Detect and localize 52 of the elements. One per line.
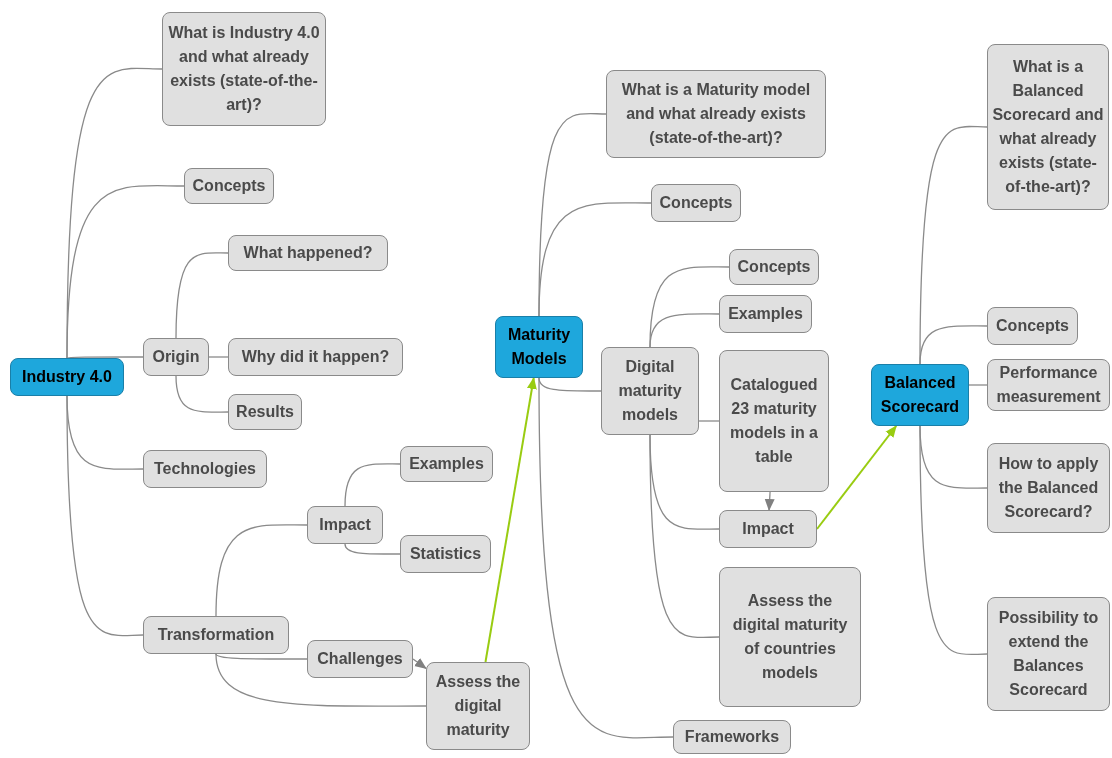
topic-box: Concepts <box>651 184 741 222</box>
connector-line <box>215 653 427 707</box>
connector-line <box>649 313 720 348</box>
topic-box: Concepts <box>729 249 819 285</box>
topic-box: Possibility to extend the Balances Scorecard <box>987 597 1110 711</box>
connector-line <box>698 420 720 422</box>
topic-box: Results <box>228 394 302 430</box>
connector-line <box>66 184 185 359</box>
topic-box: Why did it happen? <box>228 338 403 376</box>
arrow <box>816 425 898 530</box>
topic-box: Examples <box>719 295 812 333</box>
topic-box: What is a Balanced Scorecard and what already exists (state-of-the-art)? <box>987 44 1109 210</box>
connector-line <box>208 356 229 358</box>
connector-line <box>968 384 988 386</box>
topic-box: Impact <box>719 510 817 548</box>
topic-box: Examples <box>400 446 493 482</box>
central-topic-box: Industry 4.0 <box>10 358 124 396</box>
topic-box: Assess the digital maturity of countries models <box>719 567 861 707</box>
topic-box: Impact <box>307 506 383 544</box>
arrow <box>764 491 775 511</box>
topic-box: How to apply the Balanced Scorecard? <box>987 443 1110 533</box>
arrow <box>412 657 427 670</box>
connector-line <box>175 375 229 413</box>
connector-line <box>344 463 401 507</box>
connector-line <box>66 395 144 637</box>
topic-box: Statistics <box>400 535 491 573</box>
connector-line <box>175 252 229 339</box>
connector-line <box>919 325 988 365</box>
central-topic-box: Maturity Models <box>495 316 583 378</box>
connector-line <box>538 202 652 317</box>
topic-box: Performance measurement <box>987 359 1110 411</box>
arrow <box>484 377 537 663</box>
connector-line <box>649 434 720 639</box>
topic-box: Assess the digital maturity <box>426 662 530 750</box>
connector-line <box>538 377 674 739</box>
connector-line <box>215 653 308 660</box>
topic-box: Technologies <box>143 450 267 488</box>
topic-box: Frameworks <box>673 720 791 754</box>
topic-box: What is Industry 4.0 and what already exists (state-of-the-art)? <box>162 12 326 126</box>
topic-box: Origin <box>143 338 209 376</box>
topic-box: What is a Maturity model and what already exists (state-of-the-art)? <box>606 70 826 158</box>
connector-line <box>919 425 988 656</box>
central-topic-box: Balanced Scorecard <box>871 364 969 426</box>
topic-box: Digital maturity models <box>601 347 699 435</box>
topic-box: What happened? <box>228 235 388 271</box>
topic-box: Concepts <box>987 307 1078 345</box>
connector-line <box>344 543 401 555</box>
topic-box: Concepts <box>184 168 274 204</box>
topic-box: Challenges <box>307 640 413 678</box>
topic-box: Catalogued 23 maturity models in a table <box>719 350 829 492</box>
topic-box: Transformation <box>143 616 289 654</box>
connector-line <box>215 524 308 617</box>
